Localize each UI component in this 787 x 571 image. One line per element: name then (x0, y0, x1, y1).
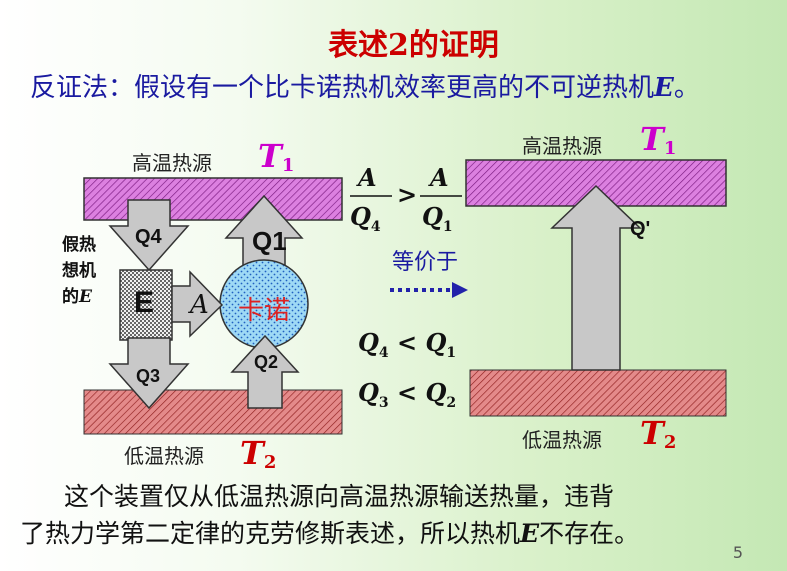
q4-arrow (108, 199, 190, 272)
left-cold-label: 低温热源 (124, 444, 204, 468)
right-t1-label: T1 (640, 120, 677, 159)
engine-symbol: E (654, 73, 674, 103)
inequality-2: Q3 < Q2 (358, 378, 457, 411)
equiv-label: 等价于 (392, 250, 459, 275)
q2-label: Q2 (254, 352, 279, 372)
inequality-1: Q4 < Q1 (358, 328, 457, 361)
intro-text: 反证法：假设有一个比卡诺热机效率更高的不可逆热机E。 (30, 73, 700, 103)
left-hot-label: 高温热源 (132, 151, 212, 175)
gt-sign: > (397, 180, 418, 209)
q1-label: Q1 (252, 226, 287, 256)
frac-left-den: Q4 (350, 202, 381, 235)
right-cold-reservoir (469, 369, 727, 417)
engine-e-label: E (134, 286, 155, 319)
q3-label: Q3 (136, 366, 161, 386)
work-arrow (171, 270, 224, 338)
q-prime-label: Q' (630, 218, 651, 240)
right-cold-label: 低温热源 (522, 428, 602, 452)
frac-right-den: Q1 (422, 202, 453, 235)
conclusion-text: 这个装置仅从低温热源向高温热源输送热量，违背 了热力学第二定律的克劳修斯表述，所… (20, 482, 640, 548)
frac-left-num: A (358, 163, 377, 192)
left-cold-reservoir (83, 389, 343, 435)
slide-title: 表述2的证明 (328, 28, 499, 63)
carnot-label: 卡诺 (238, 296, 291, 326)
q2-arrow (230, 334, 300, 409)
right-hot-label: 高温热源 (522, 134, 602, 158)
left-t2-label: T2 (240, 434, 277, 473)
right-t2-label: T2 (640, 414, 677, 453)
side-label: 假热 想机 的E (62, 235, 96, 307)
q3-arrow (108, 337, 190, 410)
q4-label: Q4 (135, 226, 162, 248)
q-prime-arrow (550, 184, 642, 371)
left-hot-reservoir (83, 177, 343, 221)
left-t1-label: T1 (258, 137, 295, 176)
work-a-label: A (190, 290, 209, 320)
equiv-arrow-head (452, 282, 468, 298)
frac-right-num: A (430, 163, 449, 192)
page-number: 5 (732, 543, 743, 562)
